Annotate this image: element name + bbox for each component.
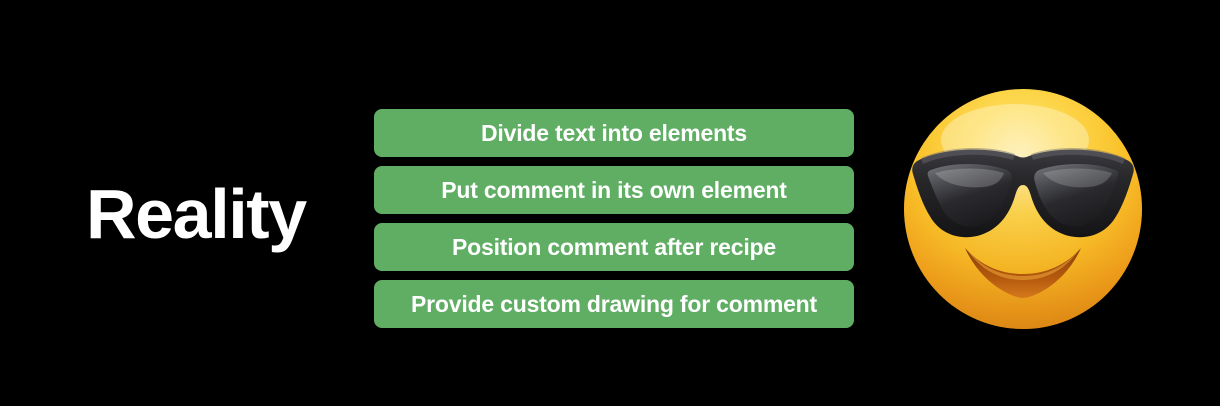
step-item-4[interactable]: Provide custom drawing for comment	[374, 280, 854, 328]
step-item-label: Provide custom drawing for comment	[411, 290, 817, 317]
smiling-face-with-sunglasses-icon	[903, 88, 1143, 330]
step-item-2[interactable]: Put comment in its own element	[374, 166, 854, 214]
step-item-label: Divide text into elements	[481, 119, 747, 146]
step-item-label: Position comment after recipe	[452, 233, 776, 260]
step-item-label: Put comment in its own element	[441, 176, 787, 203]
step-item-1[interactable]: Divide text into elements	[374, 109, 854, 157]
page-title: Reality	[86, 175, 307, 253]
steps-list: Divide text into elements Put comment in…	[374, 109, 854, 328]
step-item-3[interactable]: Position comment after recipe	[374, 223, 854, 271]
